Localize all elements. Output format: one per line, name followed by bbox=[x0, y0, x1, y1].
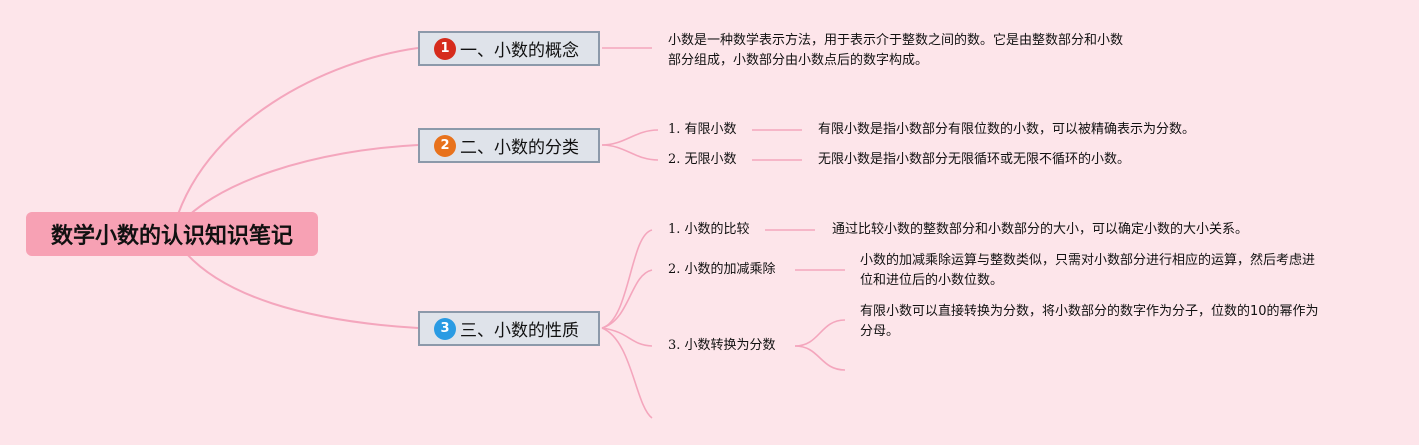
note-line: 位和进位后的小数位数。 bbox=[860, 273, 1004, 288]
subtopic-note: 通过比较小数的整数部分和小数部分的大小，可以确定小数的大小关系。 bbox=[832, 222, 1249, 237]
topic-concept[interactable]: 1 一、小数的概念 bbox=[418, 31, 600, 66]
priority-1-icon: 1 bbox=[434, 37, 456, 60]
topic-classification[interactable]: 2 二、小数的分类 bbox=[418, 128, 600, 163]
root-topic[interactable]: 数学小数的认识知识笔记 bbox=[26, 212, 318, 256]
topic-label: 三、小数的性质 bbox=[460, 321, 579, 341]
subtopic-note: 有限小数可以直接转换为分数，将小数部分的数字作为分子，位数的10的幂作为 分母。 bbox=[860, 302, 1319, 342]
subtopic-arithmetic[interactable]: 2. 小数的加减乘除 bbox=[668, 262, 776, 277]
topic-label: 一、小数的概念 bbox=[460, 41, 579, 61]
subtopic-note: 无限小数是指小数部分无限循环或无限不循环的小数。 bbox=[818, 152, 1131, 167]
note-line: 小数的加减乘除运算与整数类似，只需对小数部分进行相应的运算，然后考虑进 bbox=[860, 253, 1316, 268]
connector-child-note bbox=[794, 345, 846, 371]
subtopic-to-fraction[interactable]: 3. 小数转换为分数 bbox=[668, 338, 776, 353]
connector-root-topic3 bbox=[171, 233, 419, 329]
priority-2-icon: 2 bbox=[434, 134, 456, 157]
connector-topic2-child2 bbox=[601, 144, 659, 161]
connector-topic3-child3 bbox=[601, 327, 653, 347]
note-line: 小数是一种数学表示方法，用于表示介于整数之间的数。它是由整数部分和小数 bbox=[668, 33, 1124, 48]
topic-label: 二、小数的分类 bbox=[460, 138, 579, 158]
topic-note: 小数是一种数学表示方法，用于表示介于整数之间的数。它是由整数部分和小数 部分组成… bbox=[668, 31, 1123, 71]
topic-properties[interactable]: 3 三、小数的性质 bbox=[418, 311, 600, 346]
connector-topic3-child2 bbox=[601, 269, 653, 329]
subtopic-finite-decimal[interactable]: 1. 有限小数 bbox=[668, 122, 737, 137]
note-line: 有限小数可以直接转换为分数，将小数部分的数字作为分子，位数的10的幂作为 bbox=[860, 304, 1319, 319]
root-title: 数学小数的认识知识笔记 bbox=[50, 224, 293, 249]
priority-3-icon: 3 bbox=[434, 317, 456, 340]
connector-topic3-stub bbox=[601, 327, 653, 419]
subtopic-comparison[interactable]: 1. 小数的比较 bbox=[668, 222, 750, 237]
connector-topic3-child1 bbox=[601, 229, 653, 329]
subtopic-note: 有限小数是指小数部分有限位数的小数，可以被精确表示为分数。 bbox=[818, 122, 1196, 137]
connector-root-topic1 bbox=[171, 47, 419, 235]
connector-child-note bbox=[794, 319, 846, 347]
note-line: 分母。 bbox=[860, 324, 900, 339]
connector-topic2-child1 bbox=[601, 129, 659, 146]
subtopic-note: 小数的加减乘除运算与整数类似，只需对小数部分进行相应的运算，然后考虑进 位和进位… bbox=[860, 251, 1315, 291]
subtopic-infinite-decimal[interactable]: 2. 无限小数 bbox=[668, 152, 737, 167]
note-line: 部分组成，小数部分由小数点后的数字构成。 bbox=[668, 53, 929, 68]
